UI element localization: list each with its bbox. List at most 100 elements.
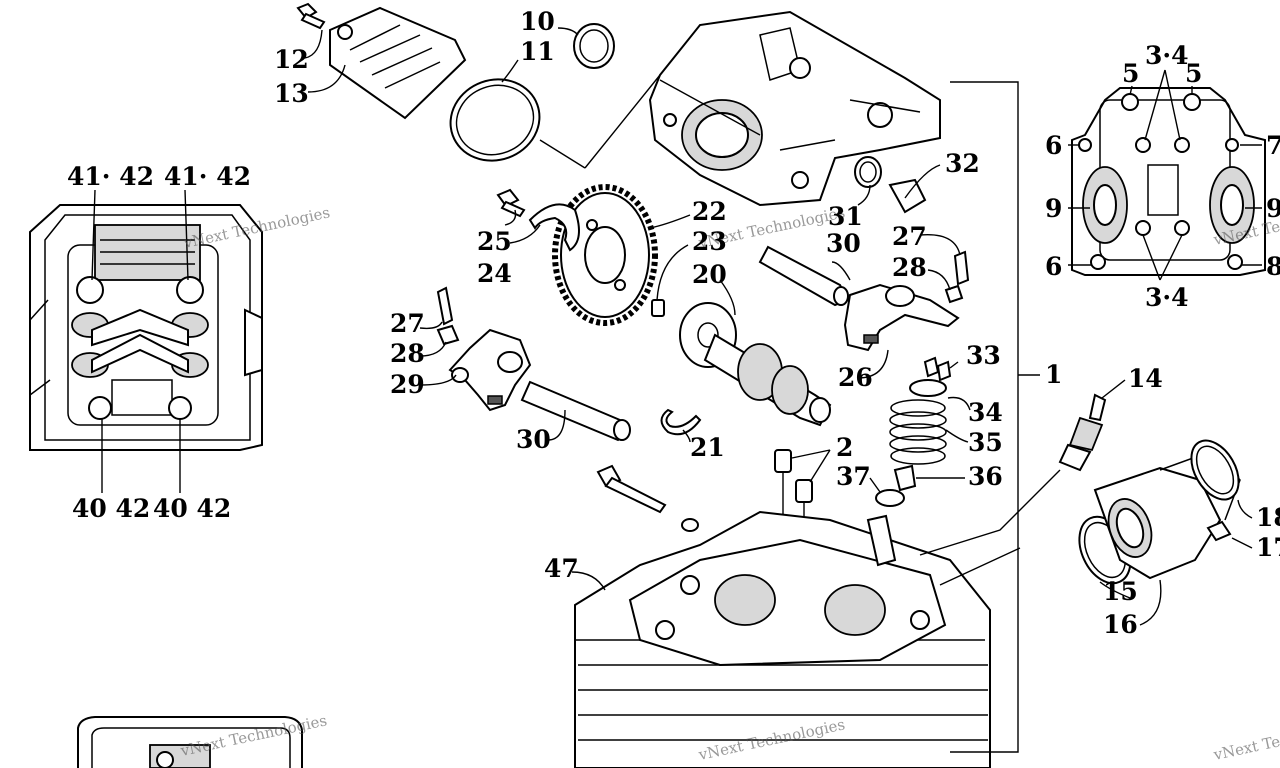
washer — [681, 518, 699, 532]
callout-6b: 6 — [1045, 252, 1062, 281]
leader-21 — [682, 429, 691, 443]
leader-head-spark — [939, 547, 1021, 586]
leader-32 — [904, 164, 941, 199]
callout-17: 17 — [1256, 533, 1280, 562]
callout-14: 14 — [1128, 364, 1163, 393]
leader-10 — [557, 27, 579, 36]
leader-41-42b — [184, 189, 189, 281]
leader-16 — [1139, 579, 1162, 626]
leader-47 — [571, 571, 606, 591]
callout-28a: 28 — [390, 339, 425, 368]
camshaft-housing — [648, 10, 941, 207]
leader-27a — [419, 321, 443, 330]
callout-29: 29 — [390, 370, 425, 399]
callout-24: 24 — [477, 259, 512, 288]
callout-30b: 30 — [826, 229, 861, 258]
callout-18: 18 — [1256, 503, 1280, 532]
callout-31: 31 — [828, 202, 863, 231]
clamp-18 — [1190, 439, 1240, 501]
callout-5a: 5 — [1122, 59, 1139, 88]
leader-20 — [719, 279, 736, 316]
leader-15 — [1099, 581, 1131, 599]
spark-plug-14 — [1058, 393, 1107, 472]
leader-13 — [307, 64, 346, 93]
callout-30a: 30 — [516, 425, 551, 454]
camshaft-20 — [679, 302, 832, 427]
callout-26: 26 — [838, 363, 873, 392]
nut-28-left — [436, 324, 460, 346]
callout-labels: 1 2 5 3·4 5 6 7 9 9 6 8 3·4 10 11 12 13 … — [67, 7, 1280, 639]
callout-36: 36 — [968, 462, 1003, 491]
leader-11 — [501, 59, 519, 83]
leader-12 — [304, 29, 323, 59]
leader-29 — [419, 374, 457, 386]
valve-spring-35 — [889, 399, 947, 465]
dowel-pin-2b — [795, 479, 813, 503]
screw-27-right — [953, 250, 970, 286]
callout-32: 32 — [945, 149, 980, 178]
callout-1: 1 — [1045, 360, 1062, 389]
head-side-view-inset-partial — [77, 716, 303, 768]
leader-28a — [419, 341, 447, 357]
callout-7: 7 — [1266, 131, 1280, 160]
leader-37 — [869, 477, 881, 493]
callout-33: 33 — [966, 341, 1001, 370]
callout-40-42b: 40 42 — [153, 494, 231, 523]
leader-35 — [945, 429, 969, 443]
callout-20: 20 — [692, 260, 727, 289]
leader-22 — [649, 214, 691, 229]
head-top-view-inset — [29, 204, 263, 451]
callout-35: 35 — [968, 428, 1003, 457]
callout-15: 15 — [1103, 577, 1138, 606]
leader-24 — [509, 224, 541, 244]
callout-11: 11 — [520, 37, 555, 66]
callout-9a: 9 — [1045, 194, 1062, 223]
callout-23: 23 — [692, 227, 727, 256]
callout-21: 21 — [690, 433, 725, 462]
leader-34 — [947, 396, 971, 411]
callout-28b: 28 — [892, 253, 927, 282]
leader-3-4-bottom — [1142, 234, 1183, 281]
leader-2 — [791, 449, 831, 483]
callout-27a: 27 — [390, 309, 425, 338]
callout-6a: 6 — [1045, 131, 1062, 160]
callout-10: 10 — [520, 7, 555, 36]
leader-41-42a — [91, 189, 96, 281]
leader-3-4-top — [1144, 69, 1181, 141]
plug-32 — [888, 178, 927, 214]
callout-2: 2 — [836, 433, 853, 462]
callout-47: 47 — [544, 554, 579, 583]
callout-16: 16 — [1103, 610, 1138, 639]
rocker-arm-29 — [448, 328, 532, 412]
callout-3-4-top: 3·4 — [1145, 41, 1189, 70]
callout-40-42a: 40 42 — [72, 494, 150, 523]
callout-22: 22 — [692, 197, 727, 226]
intake-boot-16 — [1093, 449, 1241, 580]
snap-ring-21 — [660, 408, 702, 436]
callout-9b: 9 — [1266, 194, 1280, 223]
valve-cover-13 — [329, 6, 467, 120]
callout-37: 37 — [836, 462, 871, 491]
leader-25 — [504, 209, 517, 226]
callout-25: 25 — [477, 227, 512, 256]
svg-text:vNext Technologies: vNext Technologies — [1211, 715, 1280, 764]
cylinder-head-47 — [574, 510, 991, 768]
leader-housing-11 — [539, 74, 661, 169]
rocker-arm-26 — [843, 283, 960, 352]
leader-33 — [949, 361, 959, 369]
callout-3-4-bottom: 3·4 — [1145, 283, 1189, 312]
leader-18 — [1237, 499, 1253, 519]
valve-keepers-33 — [923, 356, 952, 382]
screw-27-left — [436, 286, 454, 326]
callout-12: 12 — [274, 45, 309, 74]
spring-retainer-34 — [909, 379, 947, 397]
head-top-view-inset-right — [1071, 87, 1266, 276]
dowel-pin-2a — [774, 449, 792, 473]
callout-27b: 27 — [892, 222, 927, 251]
leader-27b — [919, 233, 961, 256]
leader-head-14 — [919, 469, 1061, 556]
leader-23 — [656, 244, 689, 301]
pin-23 — [651, 299, 665, 317]
lockplate-24 — [528, 203, 580, 252]
leader-30-upper — [831, 261, 851, 281]
